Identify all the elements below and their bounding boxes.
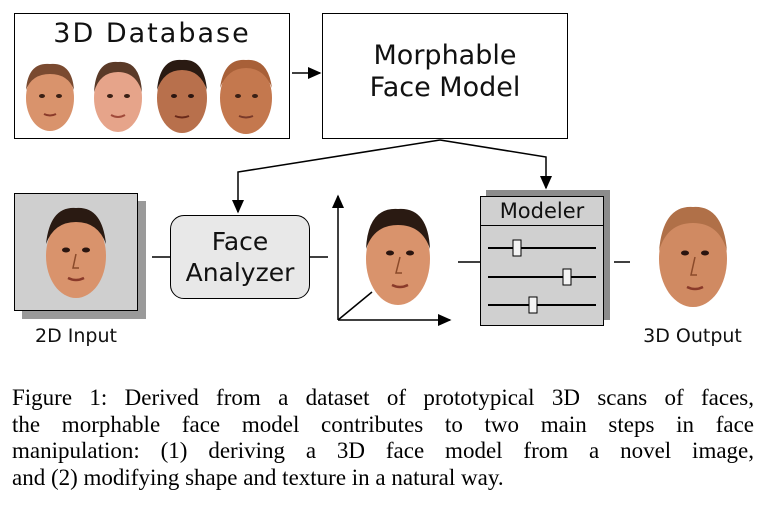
face-analyzer-label-line2: Analyzer <box>185 258 295 287</box>
caption-line: the morphable face model contributes to … <box>12 411 754 437</box>
face-icon <box>220 59 272 134</box>
arrow-model-to-modeler <box>439 139 552 190</box>
axis-depth <box>337 291 373 321</box>
morphable-model-box <box>322 13 568 139</box>
face-analyzer-label-line1: Face <box>211 227 269 256</box>
morphable-model-label-line1: Morphable <box>373 40 517 71</box>
face-icon <box>94 61 142 132</box>
slider-handle[interactable] <box>528 296 538 314</box>
face-icon <box>659 206 727 307</box>
slider-handle[interactable] <box>512 239 522 257</box>
face-icon <box>46 207 106 298</box>
arrow-model-to-analyzer <box>232 139 441 214</box>
input-label: 2D Input <box>35 325 117 347</box>
caption-line: and (2) modifying shape and texture in a… <box>12 464 504 490</box>
morphable-model-label-line2: Face Model <box>369 72 521 103</box>
modeler-title-bar <box>480 196 604 226</box>
caption-line: Figure 1: Derived from a dataset of prot… <box>12 385 754 410</box>
face-icon <box>26 63 74 131</box>
slider-handle[interactable] <box>562 268 572 286</box>
caption-line: manipulation: (1) deriving a 3D face mod… <box>12 438 754 463</box>
face-icon <box>157 59 207 133</box>
output-label: 3D Output <box>643 325 742 347</box>
figure-caption: Figure 1: Derived from a dataset of prot… <box>12 385 754 491</box>
face-analyzer-box <box>170 215 310 299</box>
database-label: 3D Database <box>53 18 251 49</box>
face-icon <box>366 208 430 305</box>
modeler-label: Modeler <box>499 199 585 223</box>
